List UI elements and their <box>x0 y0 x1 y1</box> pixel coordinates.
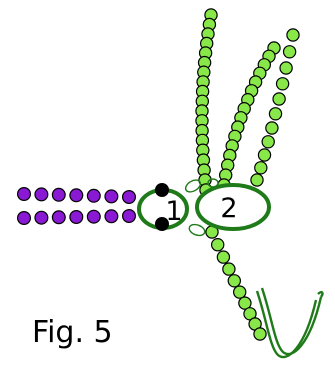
green-bead <box>257 148 272 162</box>
green-bead <box>210 237 225 252</box>
figure-caption: Fig. 5 <box>32 315 113 350</box>
green-bead <box>227 274 241 288</box>
purple-bead <box>86 188 101 203</box>
connector-ring <box>188 223 206 237</box>
green-bead <box>282 45 297 59</box>
purple-bead <box>69 188 84 203</box>
purple-bead-rows <box>17 187 136 226</box>
knob-bottom <box>155 217 169 231</box>
wire-inner <box>255 290 318 359</box>
purple-bead <box>51 210 66 225</box>
green-bead-strands <box>195 8 300 341</box>
ring-2 <box>195 183 271 231</box>
knob-top <box>155 183 169 197</box>
purple-bead <box>69 210 84 225</box>
wire-outer <box>260 287 323 356</box>
green-bead <box>261 135 275 149</box>
green-bead <box>238 296 252 310</box>
green-bead <box>268 107 283 121</box>
green-bead <box>232 285 247 299</box>
green-bead <box>216 250 231 264</box>
green-bead <box>250 173 264 187</box>
purple-bead <box>121 190 136 205</box>
green-bead <box>279 61 293 75</box>
purple-bead <box>104 209 119 224</box>
purple-bead <box>51 187 66 202</box>
ring-2-label: 2 <box>220 193 237 224</box>
purple-bead <box>86 209 101 224</box>
ring-1-label: 1 <box>165 196 182 227</box>
green-bead <box>222 262 236 276</box>
wire-loop <box>255 287 324 359</box>
wire-hook <box>317 290 324 298</box>
purple-bead <box>104 189 119 204</box>
purple-bead <box>121 209 136 224</box>
purple-bead <box>17 211 32 226</box>
purple-bead <box>17 187 32 202</box>
connector-ring <box>184 179 202 193</box>
purple-bead <box>34 210 49 225</box>
green-bead <box>254 161 268 175</box>
green-bead <box>265 121 279 135</box>
green-bead <box>272 92 286 106</box>
green-bead <box>253 327 267 341</box>
green-bead <box>275 77 290 91</box>
purple-bead <box>34 187 49 202</box>
green-bead <box>286 28 300 42</box>
